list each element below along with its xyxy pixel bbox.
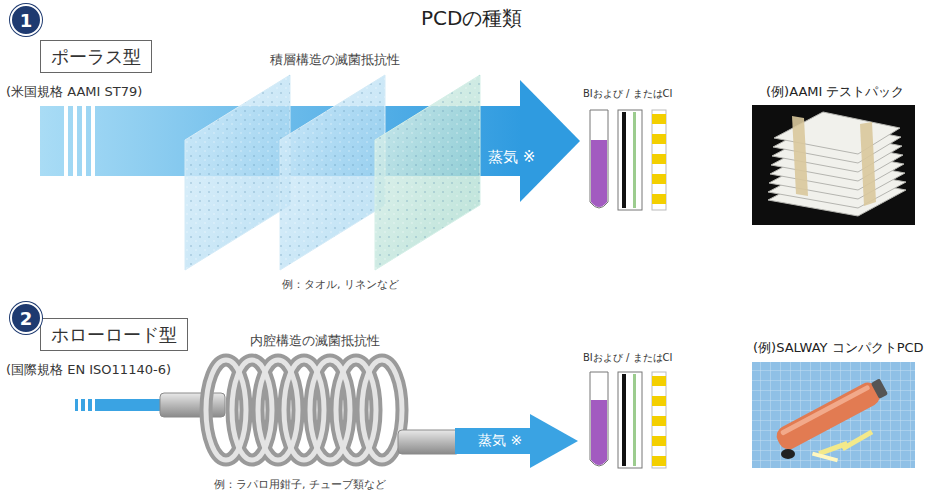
type-name: ポーラス型 — [51, 46, 141, 67]
indicator-label: BIおよび / またはCI — [583, 352, 672, 364]
step-number: 1 — [10, 4, 42, 36]
diagram-title: PCDの種類 — [421, 6, 522, 30]
number-text: 2 — [20, 308, 33, 329]
indicators — [590, 110, 666, 210]
steam-label: 蒸気 ※ — [488, 148, 535, 166]
type-name: ホローロード型 — [51, 324, 177, 345]
steam-label: 蒸気 ※ — [478, 432, 522, 449]
feature-label: 積層構造の滅菌抵抗性 — [270, 52, 400, 68]
test-pack-photo — [752, 105, 915, 225]
feature-label: 内腔構造の滅菌抵抗性 — [250, 333, 380, 349]
compact-pcd-photo — [752, 362, 915, 468]
photo-caption: (例)SALWAY コンパクトPCD — [753, 340, 924, 356]
type-box: ホローロード型(国際規格 EN ISO11140-6) — [40, 318, 188, 351]
steam-arrow-in — [75, 399, 167, 411]
step-number: 2 — [10, 302, 42, 334]
type-box: ポーラス型(米国規格 AAMI ST79) — [40, 40, 152, 73]
coiled-tube — [160, 360, 460, 460]
standard-label: (国際規格 EN ISO11140-6) — [6, 362, 171, 378]
steam-arrow-out — [455, 414, 578, 468]
indicator-label: BIおよび / またはCI — [583, 88, 672, 100]
layered-sheets — [185, 75, 480, 270]
example-note: 例：タオル, リネンなど — [282, 278, 399, 291]
indicators — [590, 372, 666, 468]
example-note: 例：ラパロ用鉗子, チューブ類など — [214, 478, 386, 491]
standard-label: (米国規格 AAMI ST79) — [6, 84, 142, 100]
number-text: 1 — [20, 10, 33, 31]
photo-caption: (例)AAMI テストパック — [766, 84, 904, 100]
